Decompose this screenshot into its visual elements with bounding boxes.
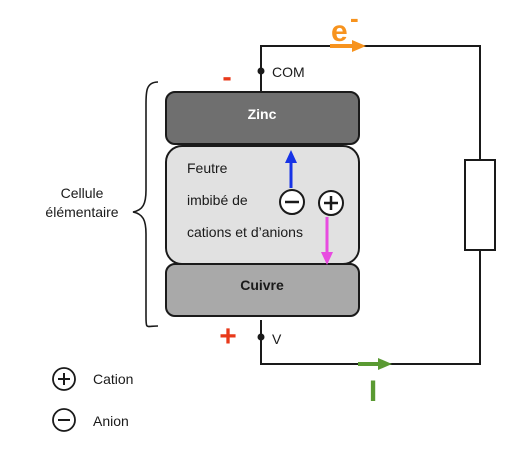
v-terminal-dot	[257, 333, 265, 341]
cell-bracket	[132, 81, 159, 328]
legend-anion-label: Anion	[93, 413, 129, 429]
com-terminal-dot	[257, 67, 265, 75]
current-label: I	[369, 375, 377, 408]
electron-label: e	[331, 15, 348, 48]
current-flow-arrow	[358, 358, 392, 370]
cation-direction-arrow	[321, 217, 333, 265]
cuivre-label: Cuivre	[240, 277, 284, 293]
anion-direction-arrow	[285, 150, 297, 188]
zinc-electrode	[165, 91, 360, 145]
minus-sign: -	[222, 61, 231, 92]
cation-ion	[318, 190, 344, 216]
legend-cation-icon	[52, 367, 76, 391]
legend-cation-label: Cation	[93, 371, 133, 387]
bracket-label-line-1: Cellule	[61, 185, 104, 201]
zinc-label: Zinc	[248, 106, 277, 122]
electron-charge: -	[350, 3, 359, 33]
com-label: COM	[272, 64, 305, 80]
legend-anion-icon	[52, 408, 76, 432]
resistor	[464, 159, 496, 251]
bracket-label-line-2: élémentaire	[45, 204, 118, 220]
plus-sign: +	[219, 320, 237, 353]
felt-text-line-1: Feutre	[187, 160, 228, 176]
v-label: V	[272, 331, 282, 347]
felt-text-line-2: imbibé de	[187, 192, 248, 208]
felt-text-line-3: cations et d’anions	[187, 224, 303, 240]
electron-flow-arrow	[330, 40, 366, 52]
cuivre-electrode	[165, 263, 360, 317]
anion-ion	[279, 189, 305, 215]
